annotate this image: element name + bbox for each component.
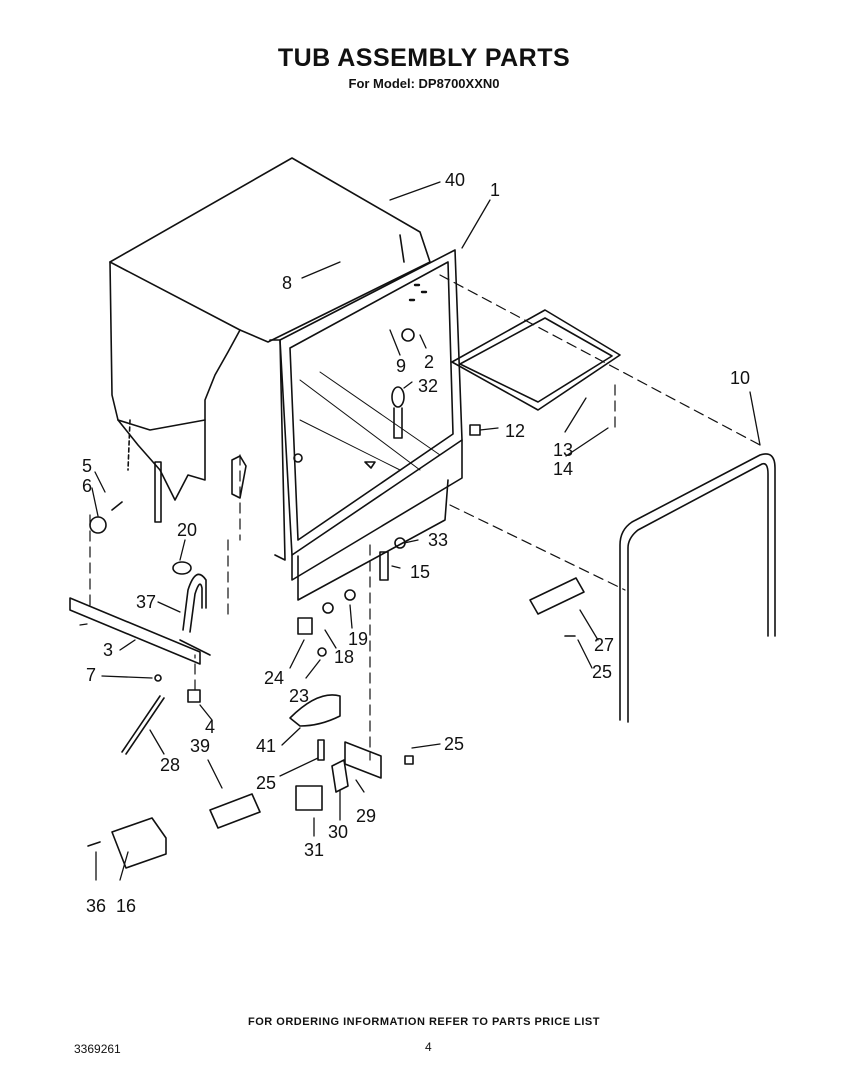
guide-lines bbox=[89, 274, 761, 761]
callout-6: 6 bbox=[82, 476, 92, 496]
callout-32: 32 bbox=[418, 376, 438, 396]
callout-39: 39 bbox=[190, 736, 210, 756]
tub-frame-part bbox=[269, 249, 463, 601]
callout-5: 5 bbox=[82, 456, 92, 476]
callout-10: 10 bbox=[730, 368, 750, 388]
callout-14: 14 bbox=[553, 459, 573, 479]
callout-33: 33 bbox=[428, 530, 448, 550]
door-gasket-part bbox=[619, 453, 776, 723]
callout-28: 28 bbox=[160, 755, 180, 775]
page-number: 4 bbox=[425, 1040, 432, 1054]
callout-15: 15 bbox=[410, 562, 430, 582]
callout-3: 3 bbox=[103, 640, 113, 660]
callout-13: 13 bbox=[553, 440, 573, 460]
callout-29: 29 bbox=[356, 806, 376, 826]
callout-19: 19 bbox=[348, 629, 368, 649]
tub-cover-part bbox=[109, 157, 431, 501]
callout-41: 41 bbox=[256, 736, 276, 756]
callout-31: 31 bbox=[304, 840, 324, 860]
callout-18: 18 bbox=[334, 647, 354, 667]
document-number: 3369261 bbox=[74, 1042, 121, 1056]
callout-27: 27 bbox=[594, 635, 614, 655]
callout-25-right: 25 bbox=[592, 662, 612, 682]
callout-40: 40 bbox=[445, 170, 465, 190]
callout-25-lower: 25 bbox=[444, 734, 464, 754]
page-title: TUB ASSEMBLY PARTS bbox=[277, 44, 571, 72]
callout-20: 20 bbox=[177, 520, 197, 540]
callout-4: 4 bbox=[205, 717, 215, 737]
callout-1: 1 bbox=[490, 180, 500, 200]
callout-36: 36 bbox=[86, 896, 106, 916]
callout-16: 16 bbox=[116, 896, 136, 916]
callout-2: 2 bbox=[424, 352, 434, 372]
callout-25-center: 25 bbox=[256, 773, 276, 793]
hose-part bbox=[182, 573, 207, 633]
callout-9: 9 bbox=[396, 356, 406, 376]
callout-8: 8 bbox=[282, 273, 292, 293]
callout-30: 30 bbox=[328, 822, 348, 842]
leader-lines bbox=[79, 181, 761, 881]
bracket-part bbox=[69, 597, 211, 665]
callout-37: 37 bbox=[136, 592, 156, 612]
ordering-note: FOR ORDERING INFORMATION REFER TO PARTS … bbox=[248, 1016, 600, 1028]
hardware-parts bbox=[87, 386, 585, 869]
callout-23: 23 bbox=[289, 686, 309, 706]
callout-24: 24 bbox=[264, 668, 284, 688]
callout-12: 12 bbox=[505, 421, 525, 441]
part-callouts: 40 1 8 9 2 10 32 12 13 14 5 6 20 33 15 3… bbox=[82, 170, 750, 916]
callout-7: 7 bbox=[86, 665, 96, 685]
rack-rail-part bbox=[451, 309, 621, 411]
model-subtitle: For Model: DP8700XXN0 bbox=[348, 76, 500, 91]
